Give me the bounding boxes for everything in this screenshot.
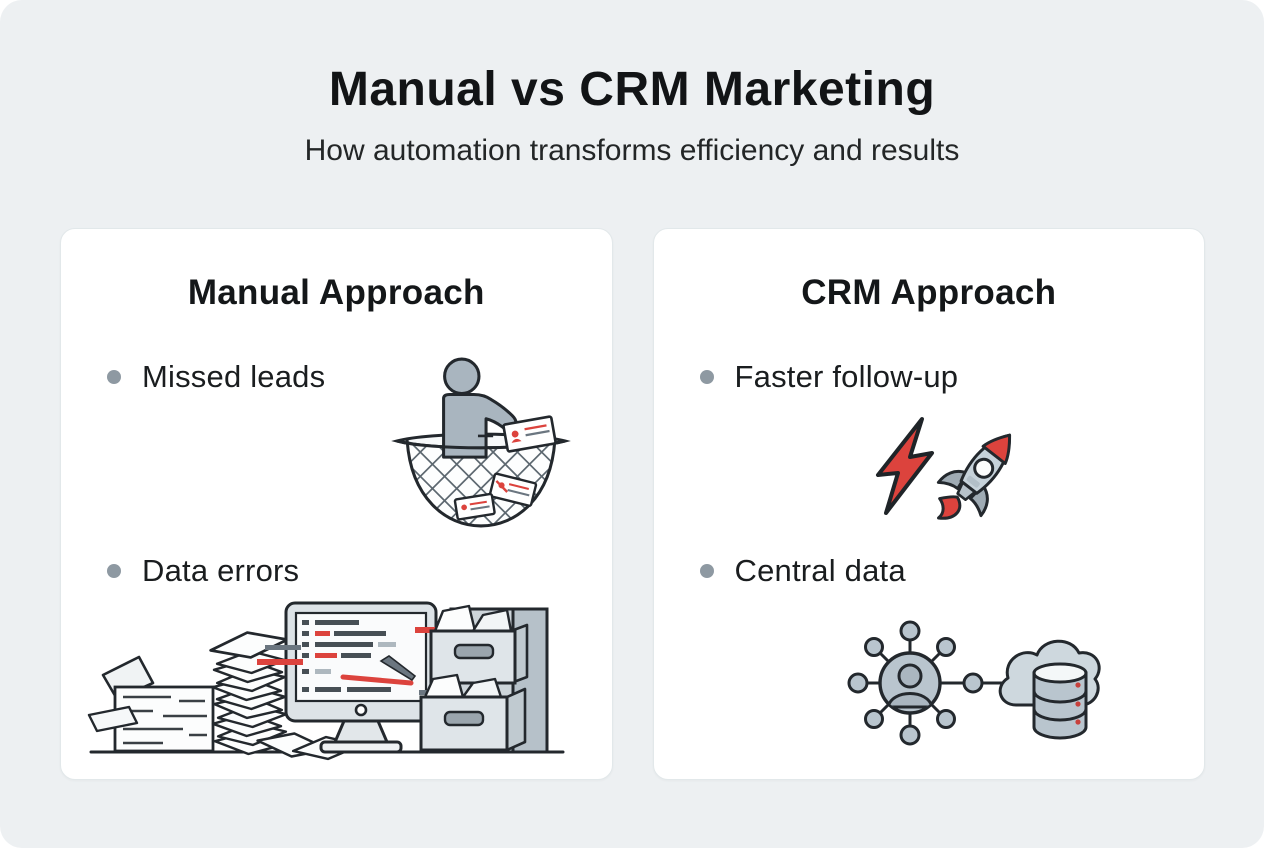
comparison-cards: Manual Approach Missed leads xyxy=(60,228,1205,780)
header: Manual vs CRM Marketing How automation t… xyxy=(0,0,1264,169)
list-item-label: Data errors xyxy=(142,553,300,588)
crm-card-title: CRM Approach xyxy=(801,273,1057,312)
bullet-dot xyxy=(107,564,121,578)
data-errors-desk-icon xyxy=(81,595,573,765)
page-title: Manual vs CRM Marketing xyxy=(328,63,936,116)
list-item-central-data: Central data xyxy=(699,553,906,589)
lightning-bolt-icon xyxy=(875,417,934,515)
list-item-missed-leads: Missed leads xyxy=(107,359,325,395)
manual-card-title: Manual Approach xyxy=(187,273,485,312)
lightning-rocket-icon xyxy=(862,411,1046,529)
list-item-label: Central data xyxy=(734,553,906,588)
central-data-network-icon xyxy=(838,615,1102,755)
list-item-data-errors: Data errors xyxy=(107,553,299,589)
database-icon xyxy=(1032,662,1087,740)
bullet-dot xyxy=(699,370,714,384)
bullet-dot xyxy=(699,564,714,578)
bullet-dot xyxy=(107,370,121,384)
rocket-icon xyxy=(936,433,1011,520)
crm-approach-card: CRM Approach Faster follow-up xyxy=(652,228,1205,780)
manual-approach-card: Manual Approach Missed leads xyxy=(60,228,613,780)
lead-card-icon xyxy=(453,492,496,521)
page-subtitle: How automation transforms efficiency and… xyxy=(304,134,960,168)
lead-card-icon xyxy=(488,472,538,507)
list-item-label: Missed leads xyxy=(142,359,326,394)
list-item-faster-follow-up: Faster follow-up xyxy=(699,359,959,395)
list-item-label: Faster follow-up xyxy=(734,359,959,394)
missed-leads-net-icon xyxy=(391,349,571,535)
lead-card-icon xyxy=(502,415,557,453)
